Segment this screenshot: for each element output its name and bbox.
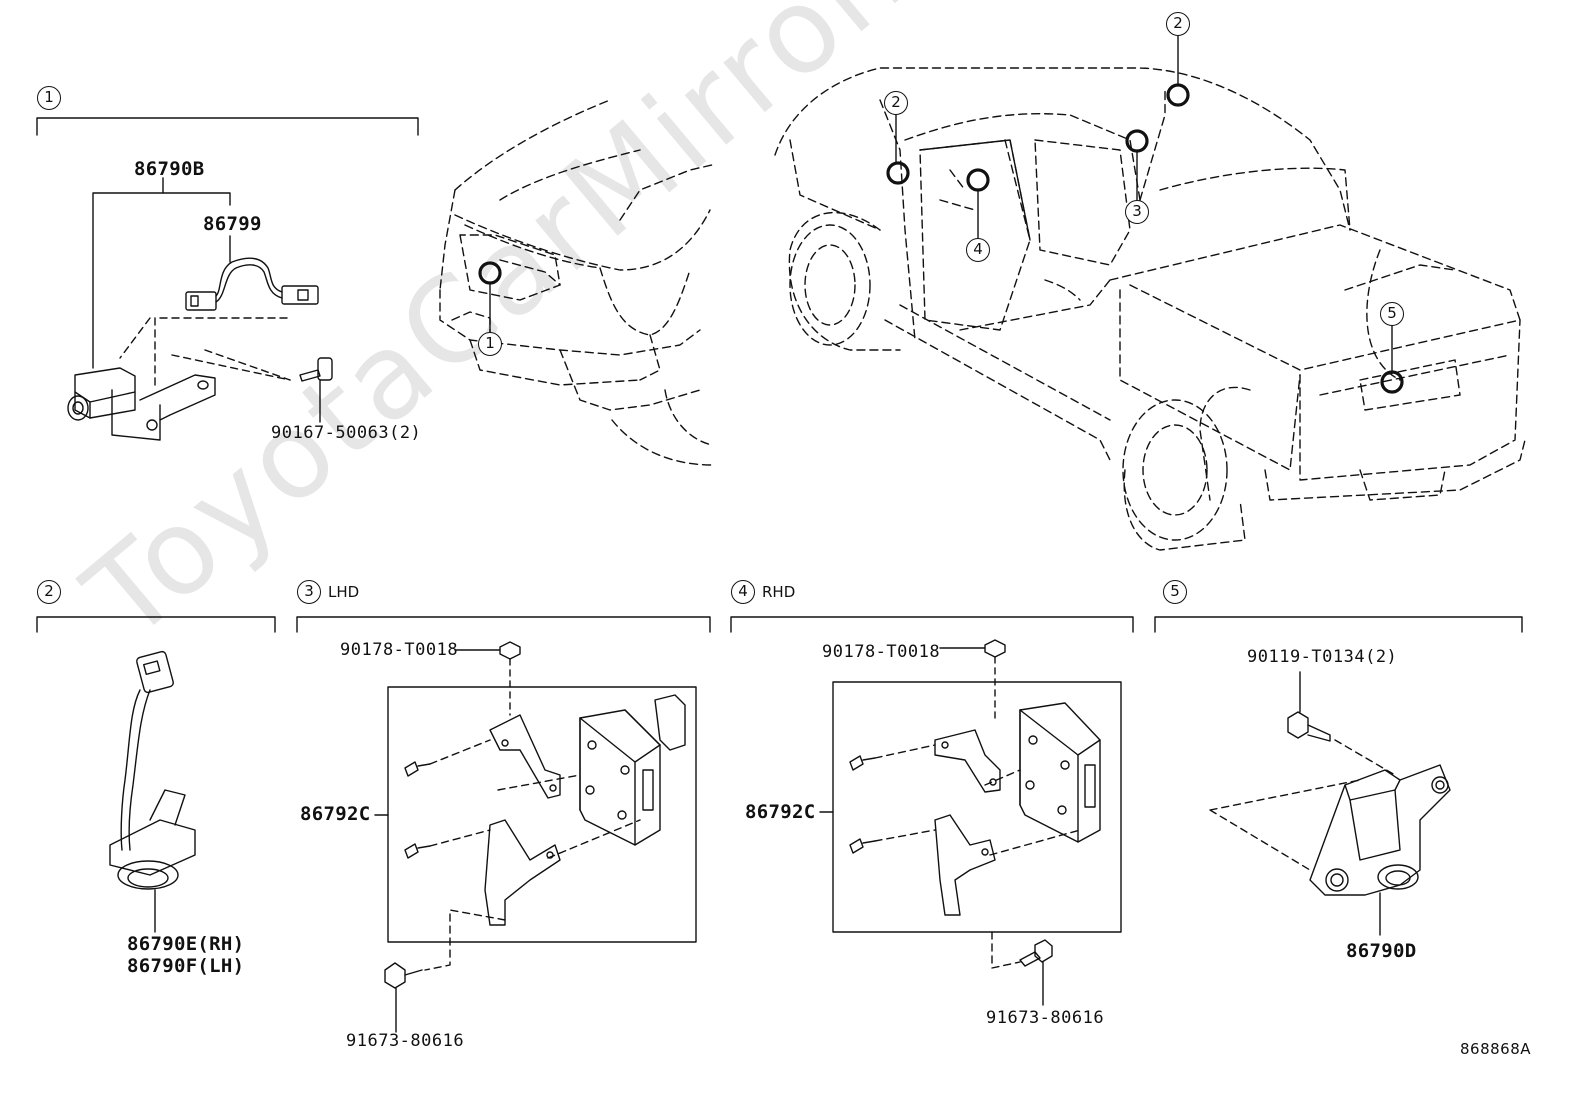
section-4-note: RHD <box>762 583 796 601</box>
vehicle-callout-2-rear: 2 <box>1166 12 1190 36</box>
diagram-id: 868868A <box>1460 1040 1532 1058</box>
section-1-bracket <box>36 117 419 136</box>
lhd-ecu-assembly <box>374 641 686 1033</box>
part-label-86792C-rhd: 86792C <box>745 801 816 823</box>
camera-86790B <box>67 367 216 441</box>
part-label-86799: 86799 <box>203 213 262 235</box>
bolt-90167 <box>299 357 333 423</box>
vehicle-callout-1: 1 <box>478 332 502 356</box>
section-3-note: LHD <box>328 583 360 601</box>
vehicle-callout-3: 3 <box>1125 200 1149 224</box>
vehicle-callout-2-front: 2 <box>884 91 908 115</box>
section-1-marker: 1 <box>37 86 61 110</box>
section-2-marker: 2 <box>37 580 61 604</box>
rear-vehicle-view <box>774 67 1526 551</box>
part-label-91673-rhd: 91673-80616 <box>986 1008 1105 1028</box>
front-vehicle-view <box>439 99 713 466</box>
vehicle-callout-5: 5 <box>1380 302 1404 326</box>
part-label-86790B: 86790B <box>134 158 205 180</box>
rhd-ecu-assembly <box>819 639 1101 1006</box>
section-5-marker: 5 <box>1163 580 1187 604</box>
section-5-bracket <box>1154 616 1523 633</box>
section-2-bracket <box>36 616 276 633</box>
part-label-91673-lhd: 91673-80616 <box>346 1031 465 1051</box>
part-label-90167: 90167-50063(2) <box>271 423 422 443</box>
part-label-90178-lhd: 90178-T0018 <box>340 640 459 660</box>
rear-camera-86790D <box>1209 671 1451 936</box>
side-camera-86790E-F <box>109 650 196 933</box>
part-label-86790E: 86790E(RH) <box>127 933 245 955</box>
callout-leaders <box>489 35 1393 373</box>
mounting-points <box>478 83 1404 394</box>
section-4-marker: 4 <box>731 580 755 604</box>
part-label-86790F: 86790F(LH) <box>127 955 245 977</box>
part-label-86792C-lhd: 86792C <box>300 803 371 825</box>
rhd-ecu-box <box>832 681 1122 933</box>
part-label-90119: 90119-T0134(2) <box>1247 647 1398 667</box>
part-label-90178-rhd: 90178-T0018 <box>822 642 941 662</box>
section-3-bracket <box>296 616 711 633</box>
vehicle-callout-4: 4 <box>966 238 990 262</box>
section-3-marker: 3 <box>297 580 321 604</box>
part-label-86790D: 86790D <box>1346 940 1417 962</box>
section-4-bracket <box>730 616 1134 633</box>
lhd-ecu-box <box>387 686 697 943</box>
harness-86799 <box>185 235 319 311</box>
